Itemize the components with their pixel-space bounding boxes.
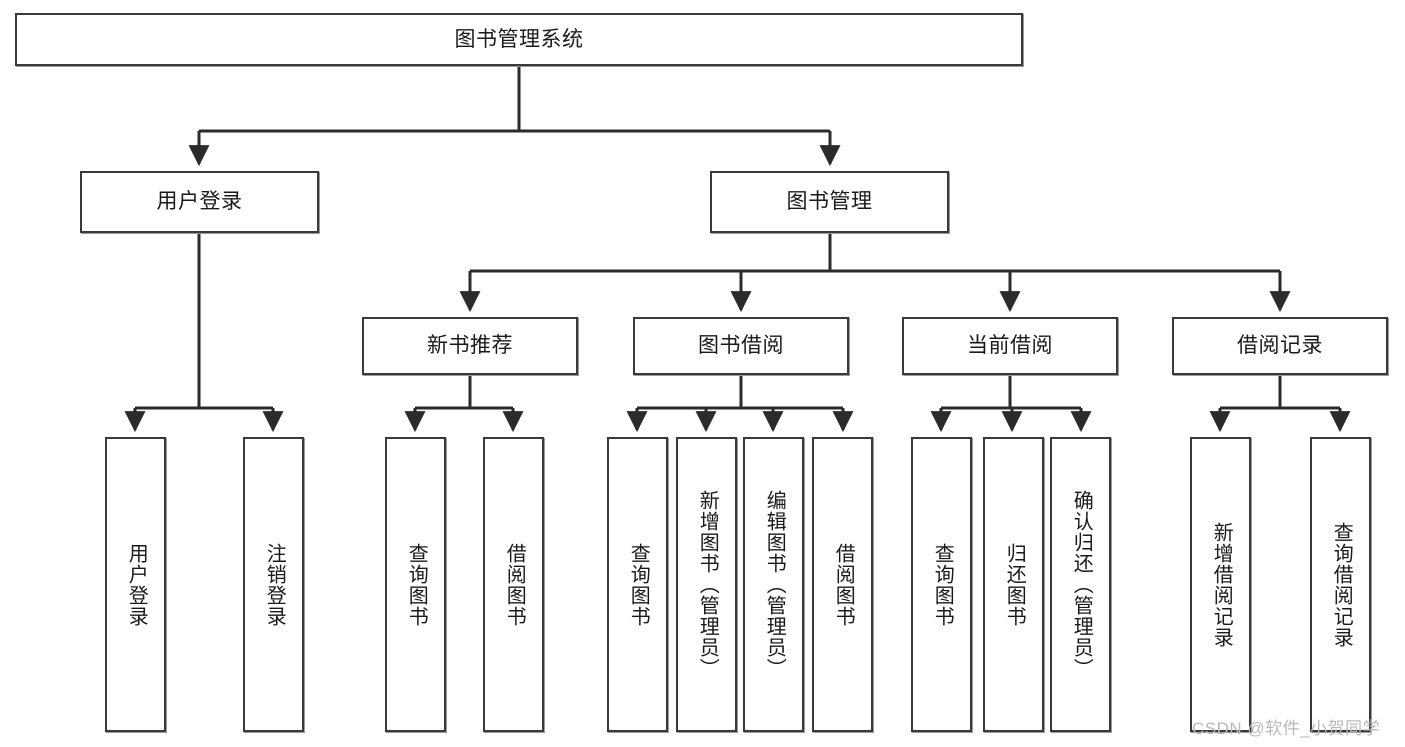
leaf-current-query[interactable]: 查询图书 (911, 437, 972, 732)
node-new-book-recommend[interactable]: 新书推荐 (362, 317, 578, 375)
leaf-borrow-lend-book[interactable]: 借阅图书 (812, 437, 873, 732)
node-book-borrow-label: 图书借阅 (698, 334, 784, 358)
leaf-current-query-label: 查询图书 (931, 542, 954, 627)
leaf-borrow-add-book-label: 新增图书（管理员） (696, 490, 719, 679)
leaf-borrow-add-book[interactable]: 新增图书（管理员） (676, 437, 737, 732)
leaf-borrow-edit-book-label: 编辑图书（管理员） (763, 490, 786, 679)
leaf-records-query-label: 查询借阅记录 (1330, 521, 1353, 648)
node-new-book-recommend-label: 新书推荐 (427, 334, 513, 358)
leaf-borrow-lend-book-label: 借阅图书 (832, 542, 855, 627)
leaf-records-add[interactable]: 新增借阅记录 (1190, 437, 1251, 732)
leaf-user-logout[interactable]: 注销登录 (243, 437, 304, 732)
csdn-watermark: CSDN @软件_小贺同学 (1192, 719, 1381, 738)
leaf-user-login-label: 用户登录 (125, 542, 148, 627)
node-root-label: 图书管理系统 (454, 27, 584, 51)
leaf-borrow-edit-book[interactable]: 编辑图书（管理员） (743, 437, 804, 732)
leaf-current-confirm-return[interactable]: 确认归还（管理员） (1050, 437, 1111, 732)
leaf-records-add-label: 新增借阅记录 (1210, 521, 1233, 648)
leaf-user-logout-label: 注销登录 (263, 542, 286, 627)
node-user-login[interactable]: 用户登录 (80, 171, 319, 233)
leaf-borrow-query-label: 查询图书 (627, 542, 650, 627)
node-book-management-label: 图书管理 (786, 190, 873, 214)
node-borrow-records-label: 借阅记录 (1237, 334, 1323, 358)
leaf-new-book-query-label: 查询图书 (405, 542, 428, 627)
leaf-new-book-borrow[interactable]: 借阅图书 (483, 437, 544, 732)
leaf-current-return[interactable]: 归还图书 (983, 437, 1044, 732)
leaf-user-login[interactable]: 用户登录 (105, 437, 166, 732)
leaf-records-query[interactable]: 查询借阅记录 (1310, 437, 1371, 732)
leaf-new-book-borrow-label: 借阅图书 (503, 542, 526, 627)
node-current-borrow[interactable]: 当前借阅 (902, 317, 1118, 375)
node-current-borrow-label: 当前借阅 (967, 334, 1053, 358)
leaf-borrow-query[interactable]: 查询图书 (607, 437, 668, 732)
node-root[interactable]: 图书管理系统 (15, 13, 1023, 66)
node-borrow-records[interactable]: 借阅记录 (1172, 317, 1388, 375)
leaf-new-book-query[interactable]: 查询图书 (385, 437, 446, 732)
node-user-login-label: 用户登录 (156, 190, 243, 214)
leaf-current-return-label: 归还图书 (1003, 542, 1026, 627)
node-book-management[interactable]: 图书管理 (710, 171, 949, 233)
node-book-borrow[interactable]: 图书借阅 (633, 317, 849, 375)
leaf-current-confirm-return-label: 确认归还（管理员） (1070, 490, 1093, 679)
